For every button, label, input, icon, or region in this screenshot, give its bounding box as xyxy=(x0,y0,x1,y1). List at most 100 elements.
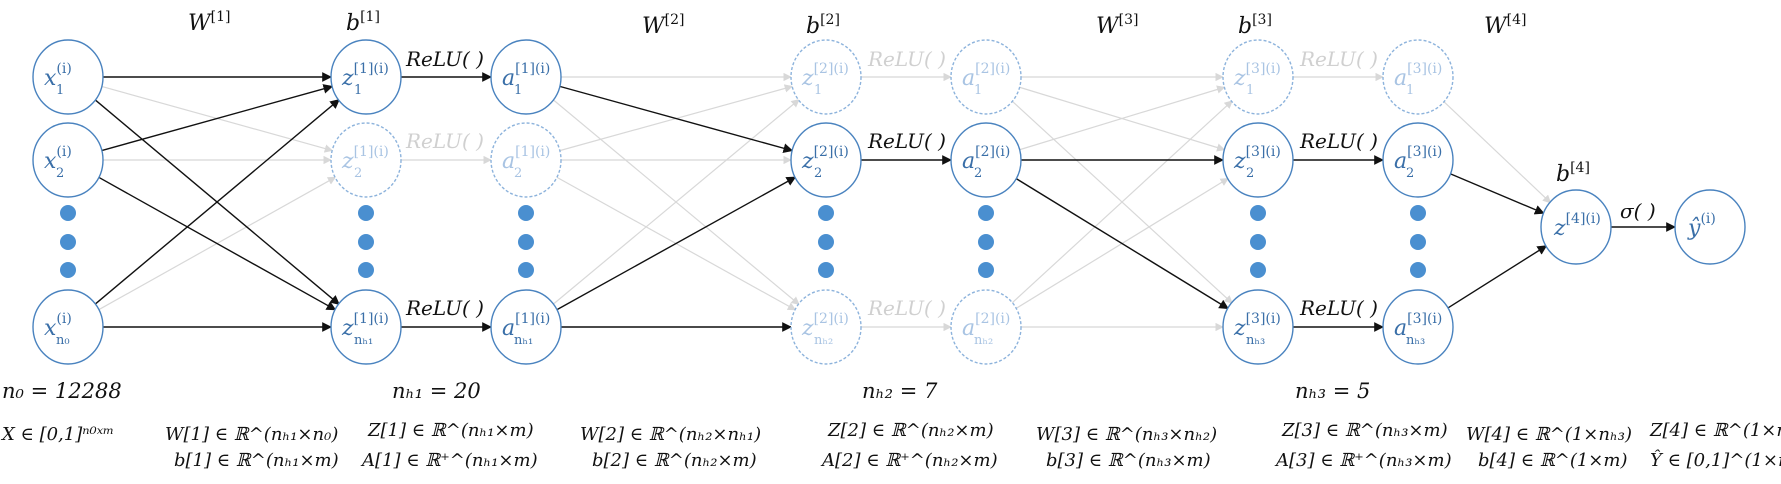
ellipsis-dot xyxy=(978,262,994,278)
dim-A3: A[3] ∈ ℝ⁺^(nₕ₃×m) xyxy=(1274,450,1452,471)
node-sup: (i) xyxy=(56,311,71,327)
relu-label-l1-mid-faded: ReLU( ) xyxy=(405,129,484,153)
node-sup: [3](i) xyxy=(1246,61,1281,77)
node-sup: (i) xyxy=(56,144,71,160)
node-z32: z[3](i)2 xyxy=(1222,122,1294,198)
node-z3n: z[3](i)nₕ₃ xyxy=(1222,289,1294,365)
node-base: a xyxy=(1394,66,1407,91)
ellipsis-dot xyxy=(1410,205,1426,221)
node-sup: [1](i) xyxy=(515,144,550,160)
node-sub: 1 xyxy=(56,83,64,98)
node-circle xyxy=(32,39,104,115)
node-sup: [2](i) xyxy=(975,144,1010,160)
node-xn: x(i)n₀ xyxy=(32,289,104,365)
dim-W4: W[4] ∈ ℝ^(1×nₕ₃) xyxy=(1466,424,1632,445)
dim-b1: b[1] ∈ ℝ^(nₕ₁×m) xyxy=(174,450,339,471)
node-sup: [3](i) xyxy=(1407,311,1442,327)
header-b2: b[2] xyxy=(806,12,840,39)
node-sub: 2 xyxy=(56,166,64,181)
node-base: a xyxy=(962,66,975,91)
node-sup: [3](i) xyxy=(1407,144,1442,160)
header-W2: W[2] xyxy=(642,12,684,39)
node-sup: [2](i) xyxy=(814,61,849,77)
header-W3: W[3] xyxy=(1096,12,1138,39)
node-label: a[3](i) xyxy=(1394,144,1442,174)
node-base: z xyxy=(1233,66,1246,91)
node-z4: z[4](i) xyxy=(1540,189,1612,265)
node-label: z[1](i) xyxy=(341,61,389,91)
ellipsis-dot xyxy=(1250,205,1266,221)
node-sub: 1 xyxy=(814,83,822,98)
node-label: z[3](i) xyxy=(1233,61,1281,91)
node-sub: 2 xyxy=(1406,166,1414,181)
node-circle xyxy=(1222,122,1294,198)
node-circle xyxy=(790,39,862,115)
node-label: a[2](i) xyxy=(962,61,1010,91)
edge-a22-z3n xyxy=(1015,177,1230,310)
node-label: a[3](i) xyxy=(1394,61,1442,91)
node-sup: (i) xyxy=(56,61,71,77)
node-x2: x(i)2 xyxy=(32,122,104,198)
dim-Z3: Z[3] ∈ ℝ^(nₕ₃×m) xyxy=(1281,420,1448,441)
edge-xn-z11 xyxy=(94,98,340,305)
dim-W2: W[2] ∈ ℝ^(nₕ₂×nₕ₁) xyxy=(580,424,761,445)
ellipsis-dot xyxy=(1250,262,1266,278)
node-circle xyxy=(32,122,104,198)
node-label: a[2](i) xyxy=(962,144,1010,174)
ellipsis-dot xyxy=(1250,234,1266,250)
edge-a32-z4 xyxy=(1449,173,1545,215)
edge-a1n-z21 xyxy=(552,98,800,305)
node-label: a[1](i) xyxy=(502,144,550,174)
node-circle xyxy=(1674,189,1746,265)
ellipsis-dot xyxy=(818,262,834,278)
ellipsis-dot xyxy=(60,262,76,278)
node-sub: 2 xyxy=(354,166,362,181)
node-z11: z[1](i)1 xyxy=(330,39,402,115)
node-base: z xyxy=(1553,216,1566,241)
node-a1n: a[1](i)nₕ₁ xyxy=(490,289,562,365)
edge-a11-z22 xyxy=(559,85,794,154)
relu-label-l2-top-faded: ReLU( ) xyxy=(867,47,946,71)
dim-nh2: nₕ₂ = 7 xyxy=(862,379,938,403)
node-z21: z[2](i)1 xyxy=(790,39,862,115)
node-circle xyxy=(1222,39,1294,115)
node-base: z xyxy=(341,316,354,341)
edge-a1n-z22 xyxy=(556,176,797,311)
node-sub: 2 xyxy=(1246,166,1254,181)
node-sup: [1](i) xyxy=(515,61,550,77)
node-base: z xyxy=(341,149,354,174)
node-label: a[1](i) xyxy=(502,311,550,341)
node-circle xyxy=(330,39,402,115)
node-circle xyxy=(950,122,1022,198)
node-sub: n₀ xyxy=(56,333,70,348)
node-base: a xyxy=(1394,316,1407,341)
node-sub: 2 xyxy=(974,166,982,181)
dim-Yhat: Ŷ ∈ [0,1]^(1×m) xyxy=(1650,448,1781,471)
node-circle xyxy=(32,289,104,365)
node-yhat: ŷ(i) xyxy=(1674,189,1746,265)
activation-labels: ReLU( ) ReLU( ) ReLU( ) ReLU( ) ReLU( ) … xyxy=(405,47,1656,320)
dim-W1: W[1] ∈ ℝ^(nₕ₁×n₀) xyxy=(165,424,338,445)
dim-W3: W[3] ∈ ℝ^(nₕ₃×nₕ₂) xyxy=(1036,424,1217,445)
node-sub: 1 xyxy=(514,83,522,98)
node-label: x(i) xyxy=(44,61,72,91)
ellipsis-dot xyxy=(358,262,374,278)
relu-label-l2-bottom-faded: ReLU( ) xyxy=(867,296,946,320)
node-z22: z[2](i)2 xyxy=(790,122,862,198)
ellipsis-dot xyxy=(978,205,994,221)
node-circle xyxy=(330,122,402,198)
node-sub: 1 xyxy=(354,83,362,98)
node-sup: [2](i) xyxy=(814,144,849,160)
dim-Z4: Z[4] ∈ ℝ^(1×m) xyxy=(1649,420,1781,441)
node-circle xyxy=(1382,39,1454,115)
node-sub: 2 xyxy=(814,166,822,181)
dim-X: X ∈ [0,1]ⁿ⁰ˣᵐ xyxy=(0,424,114,445)
node-a2n: a[2](i)nₕ₂ xyxy=(950,289,1022,365)
relu-label-l3-top-faded: ReLU( ) xyxy=(1299,47,1378,71)
dimension-annotations: n₀ = 12288 nₕ₁ = 20 nₕ₂ = 7 nₕ₃ = 5 X ∈ … xyxy=(0,379,1781,471)
node-label: ŷ(i) xyxy=(1687,211,1716,241)
header-b4: b[4] xyxy=(1556,160,1590,187)
ellipsis-dot xyxy=(818,234,834,250)
node-circle xyxy=(1222,289,1294,365)
node-circle xyxy=(950,289,1022,365)
